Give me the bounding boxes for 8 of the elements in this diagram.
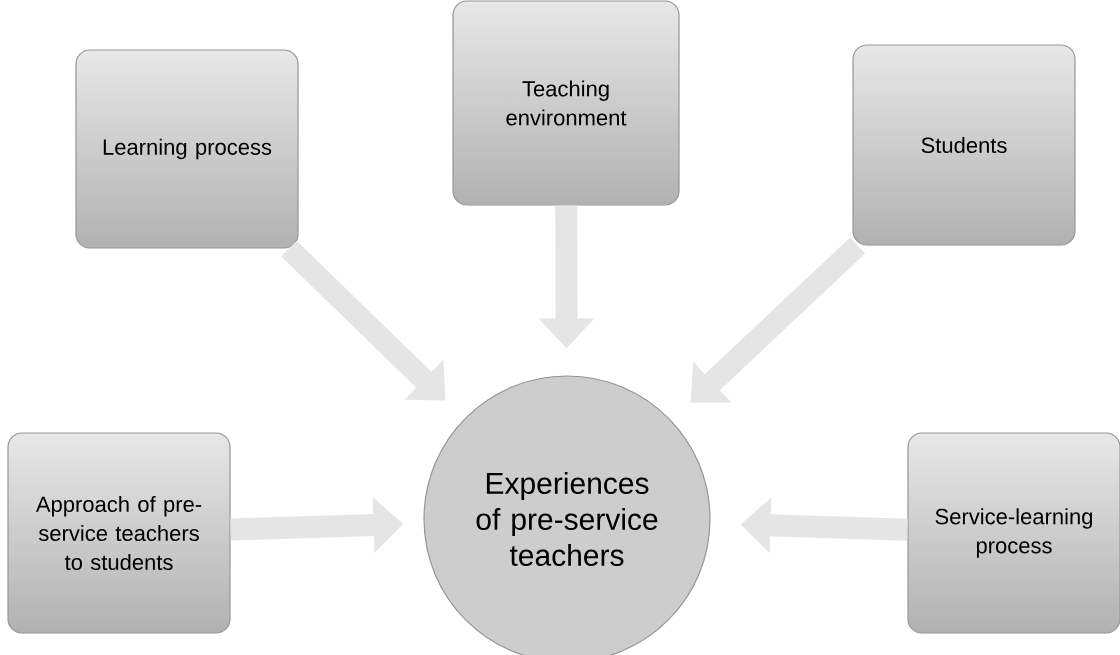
process-box: Teaching environment xyxy=(452,0,680,206)
process-box: Learning process xyxy=(75,49,299,249)
arrow xyxy=(281,240,446,401)
process-box: Service-learning process xyxy=(907,432,1120,634)
circle-node: Experiences of pre-service teachers xyxy=(423,375,711,655)
process-box: Students xyxy=(852,44,1076,246)
process-box: Approach of pre-service teachers to students xyxy=(7,432,231,634)
arrow xyxy=(690,237,866,403)
